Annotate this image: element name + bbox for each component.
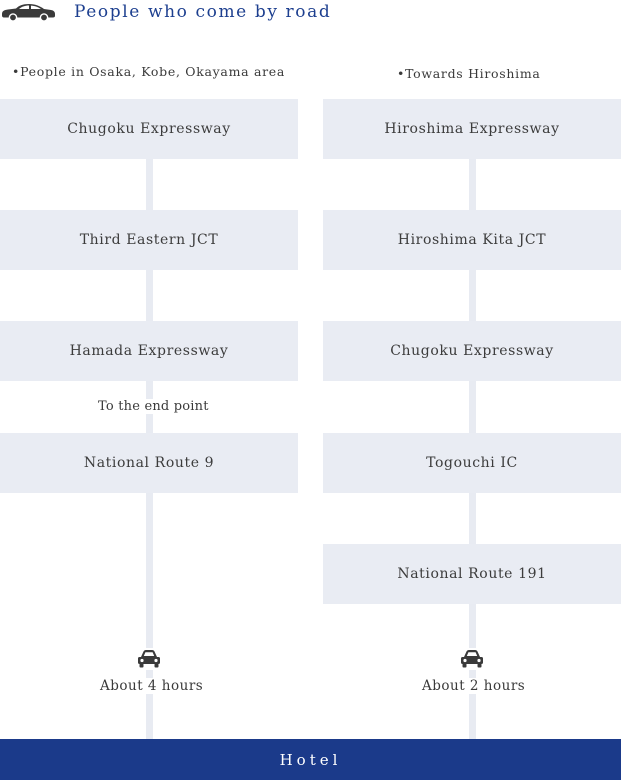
left-step-national-route-9: National Route 9 xyxy=(0,433,298,493)
right-step-hiroshima-kita-jct: Hiroshima Kita JCT xyxy=(323,210,621,270)
right-step-national-route-191: National Route 191 xyxy=(323,544,621,604)
destination-hotel-bar: Hotel xyxy=(0,739,621,780)
left-column-heading: •People in Osaka, Kobe, Okayama area xyxy=(12,64,286,79)
right-step-chugoku-expressway: Chugoku Expressway xyxy=(323,321,621,381)
car-icon xyxy=(136,648,162,670)
right-step-togouchi-ic: Togouchi IC xyxy=(323,433,621,493)
left-step-note: To the end point xyxy=(94,399,213,414)
right-duration: About 2 hours xyxy=(418,678,530,694)
page-title: People who come by road xyxy=(74,2,332,22)
right-column-heading: •Towards Hiroshima xyxy=(397,66,541,81)
destination-label: Hotel xyxy=(279,750,342,769)
car-icon xyxy=(459,648,485,670)
left-step-third-eastern-jct: Third Eastern JCT xyxy=(0,210,298,270)
car-icon xyxy=(2,4,55,21)
left-duration: About 4 hours xyxy=(96,678,208,694)
right-step-hiroshima-expressway: Hiroshima Expressway xyxy=(323,99,621,159)
left-step-hamada-expressway: Hamada Expressway xyxy=(0,321,298,381)
page-header: People who come by road xyxy=(0,0,621,28)
left-step-chugoku-expressway: Chugoku Expressway xyxy=(0,99,298,159)
